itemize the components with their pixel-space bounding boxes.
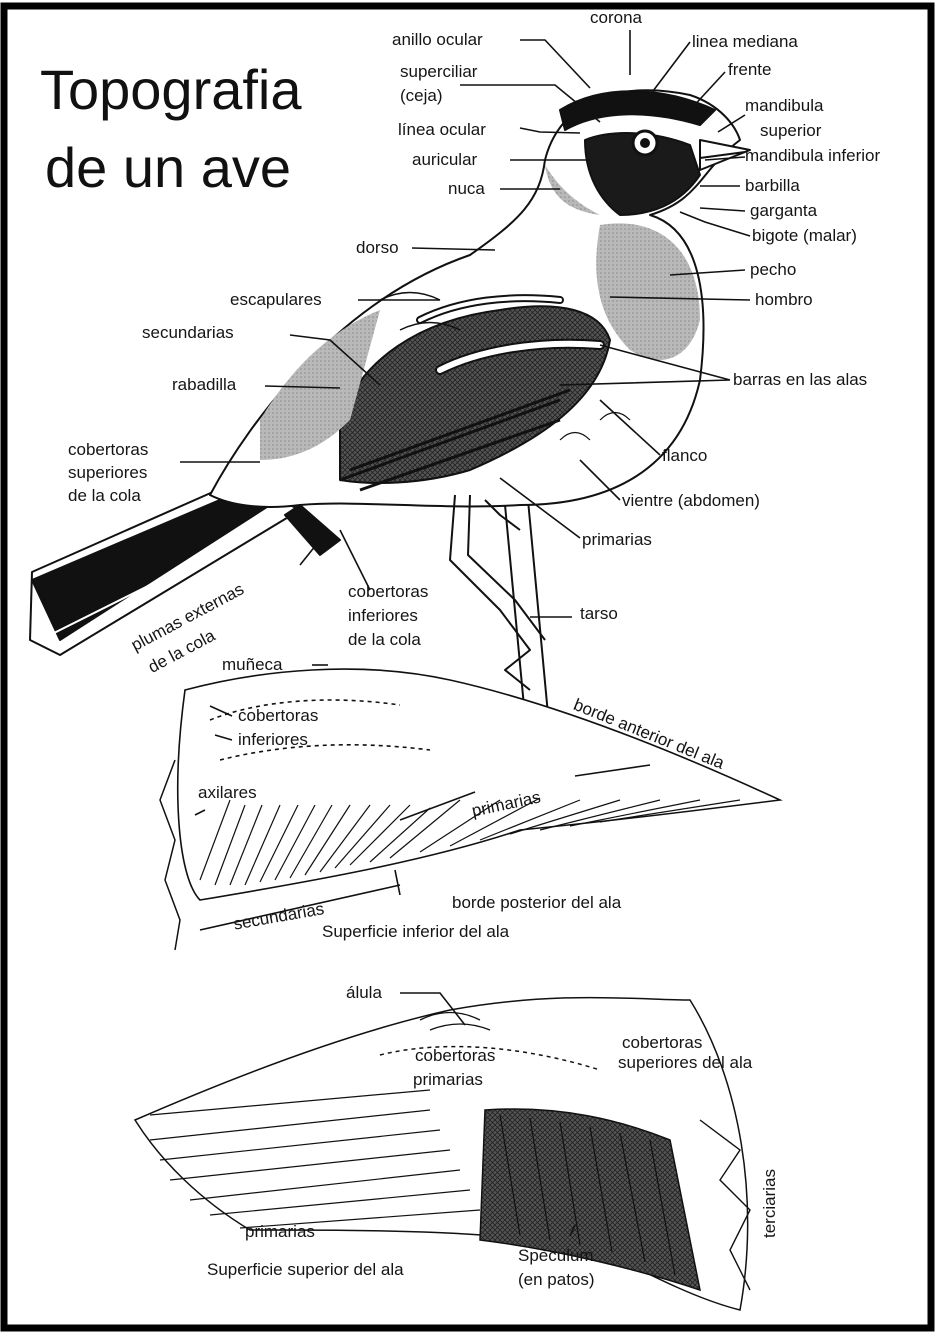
label-barbilla: barbilla bbox=[745, 176, 800, 196]
label-mandibula-inferior: mandibula inferior bbox=[745, 146, 880, 166]
label-alula: álula bbox=[346, 983, 382, 1003]
label-garganta: garganta bbox=[750, 201, 817, 221]
label-cob-inf-cola-1: cobertoras bbox=[348, 582, 428, 602]
label-frente: frente bbox=[728, 60, 771, 80]
label-speculum-1: Spèculum bbox=[518, 1246, 594, 1266]
label-cobertoras-inf-2: inferiores bbox=[238, 730, 308, 750]
label-cob-sup-cola-3: de la cola bbox=[68, 486, 141, 506]
label-rabadilla: rabadilla bbox=[172, 375, 236, 395]
label-mandibula-superior-2: superior bbox=[760, 121, 821, 141]
label-cob-primarias-2: primarias bbox=[413, 1070, 483, 1090]
label-axilares: axilares bbox=[198, 783, 257, 803]
label-muneca: muñeca bbox=[222, 655, 282, 675]
label-cobertoras-inf-1: cobertoras bbox=[238, 706, 318, 726]
caption-superficie-superior: Superficie superior del ala bbox=[207, 1260, 404, 1280]
label-cob-superiores-1: cobertoras bbox=[622, 1033, 702, 1053]
label-tarso: tarso bbox=[580, 604, 618, 624]
label-pecho: pecho bbox=[750, 260, 796, 280]
label-terciarias: terciarias bbox=[760, 1169, 780, 1238]
label-speculum-2: (en patos) bbox=[518, 1270, 595, 1290]
label-superciliar: superciliar bbox=[400, 62, 477, 82]
label-cob-primarias-1: cobertoras bbox=[415, 1046, 495, 1066]
label-dorso: dorso bbox=[356, 238, 399, 258]
label-linea-mediana: linea mediana bbox=[692, 32, 798, 52]
label-hombro: hombro bbox=[755, 290, 813, 310]
label-cob-inf-cola-2: inferiores bbox=[348, 606, 418, 626]
label-cob-sup-cola-1: cobertoras bbox=[68, 440, 148, 460]
label-escapulares: escapulares bbox=[230, 290, 322, 310]
label-linea-ocular: línea ocular bbox=[398, 120, 486, 140]
label-primarias-upperwing: primarias bbox=[245, 1222, 315, 1242]
label-bigote: bigote (malar) bbox=[752, 226, 857, 246]
label-auricular: auricular bbox=[412, 150, 477, 170]
label-flanco: flanco bbox=[662, 446, 707, 466]
label-barras-alas: barras en las alas bbox=[733, 370, 867, 390]
label-ceja: (ceja) bbox=[400, 86, 443, 106]
label-vientre: vientre (abdomen) bbox=[622, 491, 760, 511]
title-line-2: de un ave bbox=[45, 136, 291, 200]
label-primarias-bird: primarias bbox=[582, 530, 652, 550]
label-anillo-ocular: anillo ocular bbox=[392, 30, 483, 50]
title-line-1: Topografia bbox=[40, 58, 302, 122]
label-borde-posterior: borde posterior del ala bbox=[452, 893, 621, 913]
label-cob-sup-cola-2: superiores bbox=[68, 463, 147, 483]
caption-superficie-inferior: Superficie inferior del ala bbox=[322, 922, 509, 942]
label-cob-superiores-2: superiores del ala bbox=[618, 1053, 752, 1073]
label-secundarias: secundarias bbox=[142, 323, 234, 343]
label-nuca: nuca bbox=[448, 179, 485, 199]
label-corona: corona bbox=[590, 8, 642, 28]
label-cob-inf-cola-3: de la cola bbox=[348, 630, 421, 650]
label-mandibula-superior-1: mandibula bbox=[745, 96, 823, 116]
